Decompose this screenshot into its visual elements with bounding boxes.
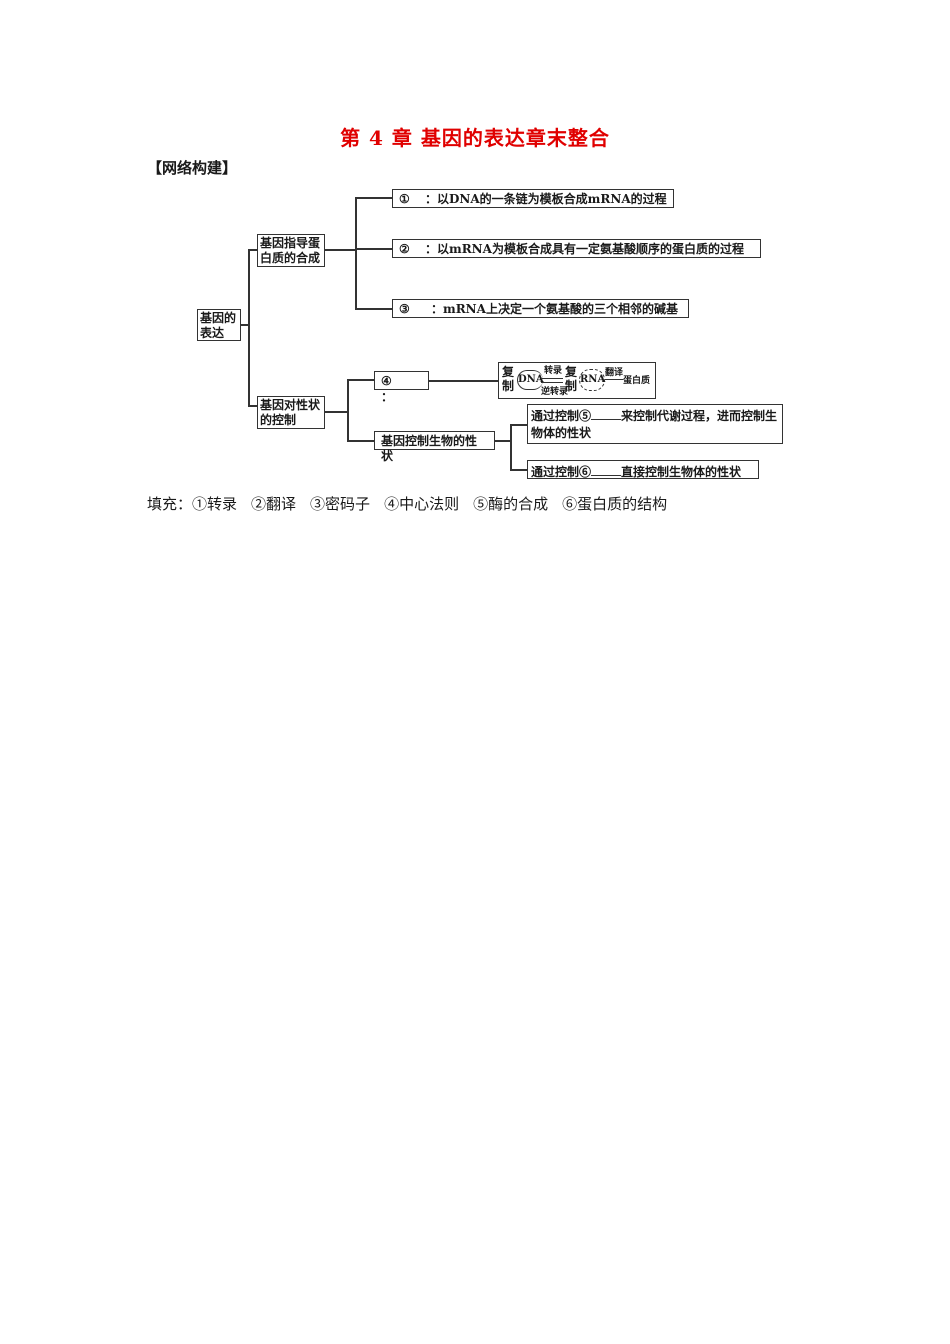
connector bbox=[510, 424, 528, 426]
connector bbox=[510, 469, 528, 471]
translate-label: 翻译 bbox=[605, 368, 624, 378]
dna-label: DNA bbox=[518, 374, 544, 385]
item-3: ③ ：mRNA上决定一个氨基酸的三个相邻的碱基 bbox=[392, 299, 689, 318]
rna-node: RNA bbox=[579, 369, 605, 391]
item-1-text: ：以DNA的一条链为模板合成mRNA的过程 bbox=[425, 192, 667, 206]
connector bbox=[347, 379, 349, 441]
item-3-num: ③ bbox=[399, 302, 410, 316]
connector bbox=[325, 249, 355, 251]
answer-1: ①转录 bbox=[192, 495, 238, 513]
branch2-node: 基因对性状的控制 bbox=[257, 396, 325, 429]
reverse-arrow bbox=[541, 382, 563, 383]
blank-2: ② bbox=[399, 242, 425, 258]
blank-5 bbox=[591, 407, 622, 420]
fill-label: 填充： bbox=[147, 495, 193, 513]
connector bbox=[355, 197, 393, 199]
connector bbox=[355, 248, 393, 250]
item-6-post: 直接控制生物体的性状 bbox=[621, 465, 742, 479]
forward-arrow bbox=[541, 378, 563, 379]
rna-label: RNA bbox=[580, 374, 606, 385]
item-4: ④： bbox=[374, 371, 429, 404]
root-node: 基因的表达 bbox=[197, 309, 241, 341]
connector bbox=[355, 308, 393, 310]
central-dogma-diagram: 复制 DNA 转录 逆转录 复制 RNA 翻译 蛋白质 bbox=[498, 362, 656, 399]
root-label: 基因的表达 bbox=[200, 311, 237, 340]
translate-arrow bbox=[605, 379, 623, 380]
item-6-pre: 通过控制⑥ bbox=[531, 465, 592, 479]
connector bbox=[355, 197, 357, 309]
blank-3: ③ bbox=[399, 302, 431, 318]
answer-2: ②翻译 bbox=[251, 495, 297, 513]
connector bbox=[495, 440, 511, 442]
reverse-label: 逆转录 bbox=[541, 387, 569, 397]
protein-label: 蛋白质 bbox=[623, 376, 651, 386]
section-heading: 【网络构建】 bbox=[147, 159, 238, 177]
sub-label: 基因控制生物的性状 bbox=[381, 434, 478, 463]
connector bbox=[248, 405, 258, 407]
connector bbox=[248, 249, 250, 406]
item-4-num: ④ bbox=[381, 374, 392, 388]
connector bbox=[241, 324, 249, 326]
dna-copy-label: 复制 bbox=[502, 365, 515, 393]
transcribe-label: 转录 bbox=[544, 366, 563, 376]
connector bbox=[325, 411, 348, 413]
answer-6: ⑥蛋白质的结构 bbox=[562, 495, 668, 513]
branch1-node: 基因指导蛋白质的合成 bbox=[257, 234, 325, 267]
connector bbox=[347, 379, 375, 381]
sub-node: 基因控制生物的性状 bbox=[374, 431, 495, 463]
connector bbox=[429, 380, 499, 382]
item-2-num: ② bbox=[399, 242, 410, 256]
branch2-label: 基因对性状的控制 bbox=[260, 398, 321, 427]
blank-4: ④ bbox=[381, 374, 419, 390]
item-2: ② ：以mRNA为模板合成具有一定氨基酸顺序的蛋白质的过程 bbox=[392, 239, 761, 258]
item-1: ① ：以DNA的一条链为模板合成mRNA的过程 bbox=[392, 189, 674, 208]
answer-3: ③密码子 bbox=[310, 495, 371, 513]
connector bbox=[347, 440, 375, 442]
blank-1: ① bbox=[399, 192, 425, 208]
item-3-text: ：mRNA上决定一个氨基酸的三个相邻的碱基 bbox=[431, 302, 678, 316]
connector bbox=[510, 424, 512, 470]
item-5-post: 来控制代谢过程，进而控制生物体的性状 bbox=[531, 409, 778, 440]
connector bbox=[248, 249, 258, 251]
item-1-num: ① bbox=[399, 192, 410, 206]
rna-copy-label: 复制 bbox=[565, 365, 578, 393]
item-6: 通过控制⑥ 直接控制生物体的性状 bbox=[527, 460, 759, 479]
page-title: 第 4 章 基因的表达章末整合 bbox=[340, 126, 610, 150]
dna-node: DNA bbox=[517, 370, 544, 390]
blank-6 bbox=[591, 463, 622, 476]
answer-line: 填充：①转录 ②翻译 ③密码子 ④中心法则 ⑤酶的合成 ⑥蛋白质的结构 bbox=[147, 493, 681, 514]
answer-5: ⑤酶的合成 bbox=[473, 495, 549, 513]
answer-4: ④中心法则 bbox=[384, 495, 460, 513]
item-2-text: ：以mRNA为模板合成具有一定氨基酸顺序的蛋白质的过程 bbox=[425, 242, 744, 256]
item-4-text: ： bbox=[381, 390, 394, 404]
item-5-pre: 通过控制⑤ bbox=[531, 409, 592, 423]
branch1-label: 基因指导蛋白质的合成 bbox=[260, 236, 321, 265]
